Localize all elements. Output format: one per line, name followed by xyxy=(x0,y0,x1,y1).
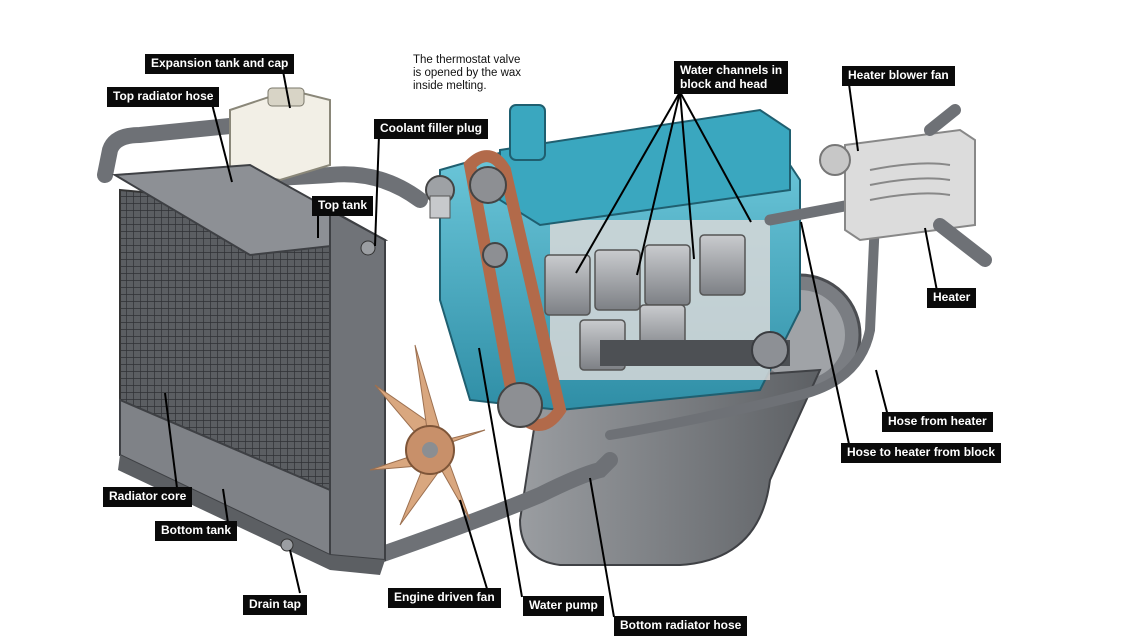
label-coolant-filler-plug: Coolant filler plug xyxy=(374,119,488,139)
label-expansion-tank: Expansion tank and cap xyxy=(145,54,294,74)
label-top-tank: Top tank xyxy=(312,196,373,216)
label-hose-to-heater-from-block: Hose to heater from block xyxy=(841,443,1001,463)
label-water-channels-line-1: Water channels in xyxy=(680,63,782,77)
heater-unit xyxy=(820,110,985,260)
thermostat-note-line-1: The thermostat valve xyxy=(413,54,521,67)
label-radiator-core: Radiator core xyxy=(103,487,192,507)
label-water-channels-line-2: block and head xyxy=(680,77,782,91)
label-water-channels: Water channels in block and head xyxy=(674,61,788,94)
label-engine-driven-fan: Engine driven fan xyxy=(388,588,501,608)
label-hose-from-heater: Hose from heater xyxy=(882,412,993,432)
thermostat-note: The thermostat valve is opened by the wa… xyxy=(413,54,521,93)
label-heater: Heater xyxy=(927,288,976,308)
label-water-pump: Water pump xyxy=(523,596,604,616)
radiator xyxy=(115,165,385,575)
thermostat-housing xyxy=(426,176,454,218)
label-heater-blower-fan: Heater blower fan xyxy=(842,66,955,86)
label-bottom-tank: Bottom tank xyxy=(155,521,237,541)
thermostat-note-line-2: is opened by the wax xyxy=(413,67,521,80)
label-bottom-radiator-hose: Bottom radiator hose xyxy=(614,616,747,636)
label-top-radiator-hose: Top radiator hose xyxy=(107,87,219,107)
label-drain-tap: Drain tap xyxy=(243,595,307,615)
thermostat-note-line-3: inside melting. xyxy=(413,80,521,93)
